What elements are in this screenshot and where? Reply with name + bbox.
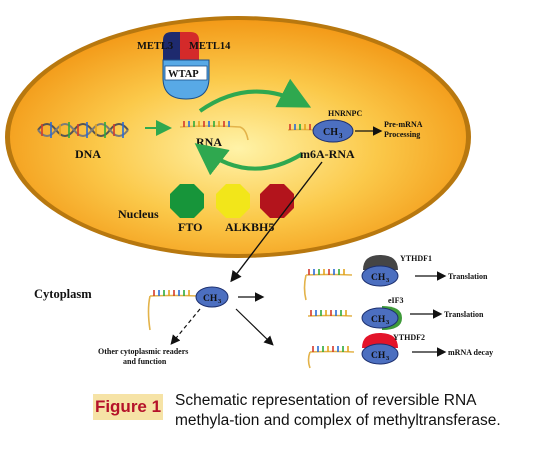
wtap-label: WTAP — [168, 69, 199, 80]
reader-ythdf1: CH 3 YTHDF1 Translation — [303, 254, 488, 301]
pre-mrna-label-1: Pre-mRNA — [384, 120, 423, 129]
ythdf2-label: YTHDF2 — [393, 333, 425, 342]
m6a-rna-label: m6A-RNA — [300, 147, 355, 161]
fto-octagon — [170, 184, 204, 218]
reader-eif3: CH 3 eIF3 Translation — [307, 296, 484, 330]
demethylation-arrow — [194, 143, 304, 176]
figure-caption-row: Figure 1 Schematic representation of rev… — [0, 388, 535, 448]
dna-label: DNA — [75, 147, 101, 161]
metl14-label: METL14 — [189, 41, 231, 52]
hnrnpc-label: HNRNPC — [328, 109, 362, 118]
svg-text:CH: CH — [371, 273, 386, 283]
eif3-label: eIF3 — [388, 296, 404, 305]
dna-helix — [37, 122, 129, 138]
svg-text:3: 3 — [386, 355, 390, 362]
other-readers-label-1: Other cytoplasmic readers — [98, 347, 188, 356]
ythdf2-outcome: mRNA decay — [448, 348, 493, 357]
svg-text:CH: CH — [371, 351, 386, 361]
figure-caption: Schematic representation of reversible R… — [175, 392, 501, 429]
ythdf1-outcome: Translation — [448, 272, 488, 281]
rna-strand — [179, 121, 249, 141]
rna-label: RNA — [196, 135, 222, 149]
methylation-arrow — [198, 78, 312, 113]
svg-text:CH: CH — [371, 315, 386, 325]
svg-text:CH: CH — [203, 294, 218, 304]
to-other-readers-arrow — [170, 308, 201, 345]
metl3-shape — [163, 32, 180, 62]
cytoplasm-mrna: CH 3 — [147, 286, 229, 331]
cytoplasm-label: Cytoplasm — [34, 287, 92, 301]
wtap-label-bg — [164, 65, 208, 81]
rna-methylation-diagram: METL3 METL14 WTAP DNA — [5, 16, 493, 369]
alkbh5-octagon — [216, 184, 250, 218]
fto-label: FTO — [178, 220, 202, 234]
m6a-rna-strand — [287, 124, 316, 131]
eif3-outcome: Translation — [444, 310, 484, 319]
writer-complex: METL3 METL14 WTAP — [137, 32, 231, 100]
ch3-mark-nucleus: CH 3 — [312, 119, 354, 143]
nucleus-label: Nucleus — [118, 207, 159, 221]
svg-text:3: 3 — [386, 319, 390, 326]
nucleus-body — [10, 20, 466, 254]
reader-ythdf2: CH 3 YTHDF2 mRNA decay — [307, 333, 493, 369]
other-readers-label-2: and function — [123, 357, 167, 366]
svg-text:3: 3 — [339, 132, 343, 140]
svg-text:3: 3 — [386, 277, 390, 284]
alkbh5-label: ALKBH5 — [225, 220, 274, 234]
metl3-label: METL3 — [137, 41, 173, 52]
svg-text:CH: CH — [323, 127, 338, 138]
metl14-shape — [180, 32, 199, 62]
export-arrow — [230, 161, 323, 283]
pre-mrna-label-2: Processing — [384, 130, 420, 139]
ythdf1-label: YTHDF1 — [400, 254, 432, 263]
figure-badge: Figure 1 — [93, 394, 163, 420]
red-octagon — [260, 184, 294, 218]
to-decay-arrow — [235, 308, 274, 346]
svg-text:3: 3 — [218, 298, 222, 305]
